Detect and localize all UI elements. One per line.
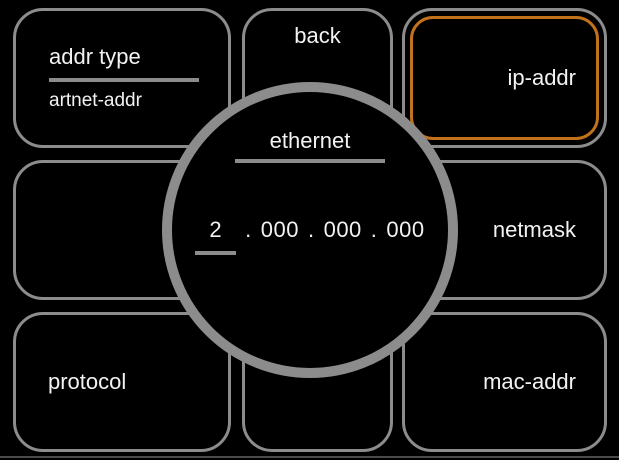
ip-octet-2[interactable]: 000 [260,217,299,242]
addr-type-value: artnet-addr [49,90,142,111]
ip-octet-4[interactable]: 000 [386,217,425,242]
mac-addr-label: mac-addr [483,369,576,394]
netmask-label: netmask [492,217,576,242]
octet-separator: . [245,217,252,242]
ethernet-title-underline [235,159,385,163]
ethernet-editor-dialog: ethernet 2 . 000 . 000 . 000 [162,82,458,378]
octet-separator: . [307,217,315,242]
addr-type-label: addr type [49,44,141,69]
addr-type-button[interactable]: addr type artnet-addr [13,8,231,148]
protocol-button[interactable]: protocol [13,312,231,452]
octet-separator: . [370,217,378,242]
screen-bottom-edge [0,456,619,458]
back-label: back [294,23,341,48]
ip-octet-3[interactable]: 000 [323,217,362,242]
mac-addr-button[interactable]: mac-addr [402,312,607,452]
ethernet-title: ethernet [269,128,351,153]
protocol-label: protocol [48,369,127,394]
addr-type-underline [49,78,199,82]
ip-addr-label: ip-addr [507,65,576,90]
ip-octet-1[interactable]: 2 [195,217,237,255]
ip-addr-button[interactable]: ip-addr [402,8,607,148]
ip-address-value: 2 . 000 . 000 . 000 [195,217,424,255]
